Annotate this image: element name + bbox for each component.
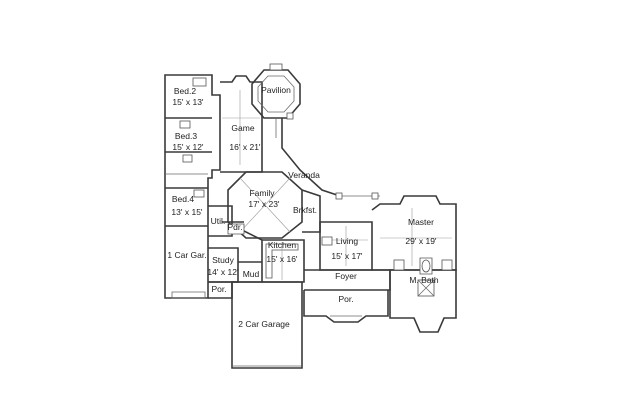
room-name-bed3: Bed.3 (175, 131, 197, 141)
room-size-bed2: 15' x 13' (172, 97, 204, 107)
room-name-kitchen: Kitchen (268, 240, 297, 250)
room-name-veranda: Veranda (288, 170, 320, 180)
room-size-bed4: 13' x 15' (171, 207, 203, 217)
room-size-living: 15' x 17' (331, 251, 363, 261)
room-name-one-car-garage: 1 Car Gar. (167, 250, 206, 260)
room-size-family: 17' x 23' (248, 199, 280, 209)
room-name-por-front: Por. (338, 294, 353, 304)
room-size-master: 29' x 19' (405, 236, 437, 246)
room-name-study: Study (212, 255, 234, 265)
plan-walls (164, 63, 457, 369)
room-name-bed4: Bed.4 (172, 194, 194, 204)
room-name-brkfst: Brkfst. (293, 205, 317, 215)
room-size-study: 14' x 12' (207, 267, 239, 277)
room-name-two-car-garage: 2 Car Garage (238, 319, 290, 329)
room-name-bed2: Bed.2 (174, 86, 196, 96)
room-name-master: Master (408, 217, 434, 227)
room-name-family: Family (249, 188, 275, 198)
room-name-living: Living (336, 236, 358, 246)
room-name-util: Util. (211, 216, 226, 226)
room-labels: Bed.2 15' x 13' Pavilion Game 16' x 21' … (167, 85, 439, 329)
room-name-por-left: Por. (211, 284, 226, 294)
room-size-bed3: 15' x 12' (172, 142, 204, 152)
room-name-mbath: M. Bath (409, 275, 439, 285)
room-name-pavilion: Pavilion (261, 85, 291, 95)
room-name-foyer: Foyer (335, 271, 357, 281)
room-name-mud: Mud (243, 269, 260, 279)
room-name-game: Game (231, 123, 254, 133)
room-name-pdr: Pdr. (227, 222, 242, 232)
room-size-game: 16' x 21' (229, 142, 261, 152)
room-size-kitchen: 15' x 16' (266, 254, 298, 264)
